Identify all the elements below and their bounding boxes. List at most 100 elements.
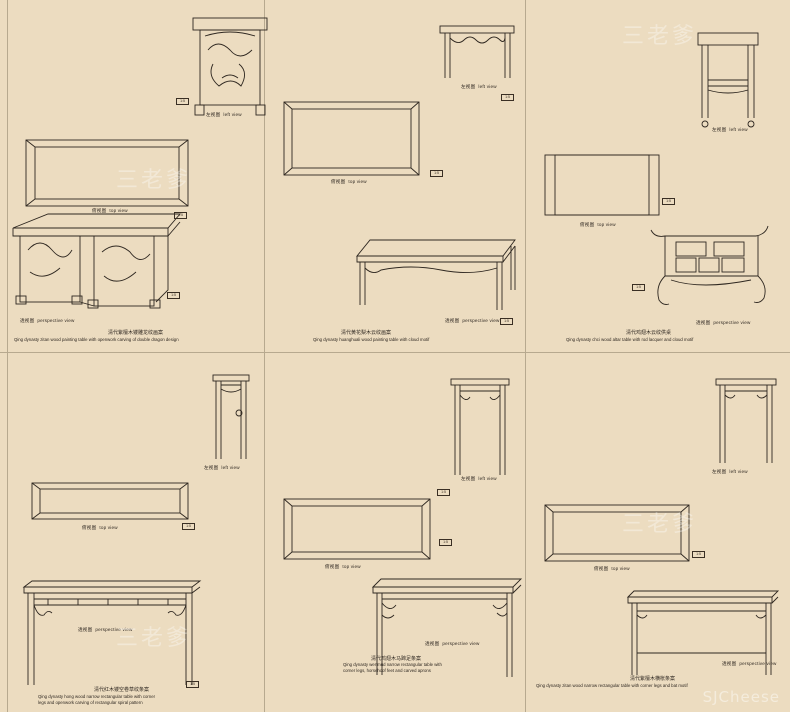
label-en: perspective view: [95, 627, 133, 632]
scale-stamp: 1:5: [176, 98, 189, 105]
perspective-label: 透视图 perspective view: [696, 320, 751, 326]
panel-altar-table: 左视图 left view 1:5 俯视图 top view 1:5 透视图 p…: [526, 0, 789, 355]
label-cn: 左视图: [461, 84, 476, 89]
scale-stamp: 1:5: [439, 539, 452, 546]
caption-en-line2: corner legs, horsehoof feet and carved a…: [343, 668, 431, 673]
top-view-label: 俯视图 top view: [580, 222, 616, 228]
caption-cn: 清代鸡翅木云纹供桌: [626, 330, 672, 336]
panel-cloud-painting-table: 1:5 左视图 left view 俯视图 top view 1:5 透视图 p…: [265, 0, 528, 355]
label-en: top view: [611, 566, 630, 571]
label-en: left view: [729, 469, 748, 474]
scale-stamp: 1:5: [692, 551, 705, 558]
label-en: left view: [478, 476, 497, 481]
scale-stamp: 1:5: [186, 681, 199, 688]
label-cn: 左视图: [206, 112, 221, 117]
scale-stamp: 1:5: [501, 94, 514, 101]
left-view-label: 左视图 left view: [461, 84, 497, 90]
panel-divider: [525, 0, 526, 712]
left-view-label: 左视图 left view: [206, 112, 242, 118]
label-en: left view: [729, 127, 748, 132]
label-cn: 透视图: [425, 641, 440, 646]
caption-en: Qing dynasty chci wood altar table with …: [566, 337, 694, 342]
scale-stamp: 1:5: [632, 284, 645, 291]
label-cn: 俯视图: [331, 179, 346, 184]
perspective-label: 透视图 perspective view: [20, 318, 75, 324]
caption-en: Qing dynasty wenmud narrow rectangular t…: [343, 662, 442, 667]
scale-stamp: 1:5: [500, 318, 513, 325]
label-en: left view: [223, 112, 242, 117]
label-en: left view: [478, 84, 497, 89]
label-cn: 左视图: [712, 469, 727, 474]
caption-cn: 清代黄花梨木云纹画案: [341, 330, 392, 336]
left-view-label: 左视图 left view: [204, 465, 240, 471]
watermark: 三老爹: [116, 168, 192, 193]
label-cn: 俯视图: [82, 525, 97, 530]
label-en: perspective view: [713, 320, 751, 325]
label-en: top view: [342, 564, 361, 569]
label-en: top view: [109, 208, 128, 213]
label-cn: 俯视图: [580, 222, 595, 227]
hong-table-drawings: [22, 374, 250, 685]
label-en: left view: [221, 465, 240, 470]
caption-cn: 清代鸡翅木马蹄足条案: [371, 656, 422, 662]
caption-cn: 清代紫檀木横枨条案: [630, 676, 676, 682]
perspective-label: 透视图 perspective view: [425, 641, 480, 647]
label-cn: 俯视图: [325, 564, 340, 569]
label-cn: 透视图: [78, 627, 93, 632]
caption-en: Qing dynasty huanghuali wood painting ta…: [313, 337, 430, 342]
panel-divider: [7, 0, 8, 712]
label-cn: 俯视图: [594, 566, 609, 571]
left-view-label: 左视图 left view: [461, 476, 497, 482]
label-cn: 左视图: [461, 476, 476, 481]
panel-hong-wood-table: 左视图 left view 俯视图 top view 1:5 透视图 persp…: [8, 355, 271, 710]
scale-stamp: 1:5: [437, 489, 450, 496]
scale-stamp: 1:5: [182, 523, 195, 530]
label-cn: 左视图: [204, 465, 219, 470]
top-view-label: 俯视图 top view: [331, 179, 367, 185]
caption-cn: 清代紫檀木镂雕龙纹画案: [108, 330, 164, 336]
panel-zitan-narrow-table: 左视图 left view 俯视图 top view 1:5 透视图 persp…: [526, 355, 789, 710]
caption-en: Qing dynasty zitan wood narrow rectangul…: [536, 683, 688, 688]
label-cn: 透视图: [696, 320, 711, 325]
watermark: 三老爹: [622, 512, 698, 537]
label-cn: 透视图: [445, 318, 460, 323]
panel-dragon-painting-table: 1:5 左视图 left view 俯视图 top view 1:5 1:5 透…: [8, 0, 271, 355]
panel-divider: [0, 352, 790, 353]
label-en: top view: [99, 525, 118, 530]
dragon-table-drawings: [12, 17, 268, 309]
caption-en: Qing dynasty zitan wood painting table w…: [14, 337, 179, 342]
panel-divider: [264, 0, 265, 712]
panel-horsehoof-table: 1:5 左视图 left view 俯视图 top view 1:5 透视图 p…: [265, 355, 528, 710]
scale-stamp: 1:5: [174, 212, 187, 219]
brand-watermark: SJCheese: [702, 688, 780, 706]
left-view-label: 左视图 left view: [712, 127, 748, 133]
label-en: perspective view: [37, 318, 75, 323]
perspective-label: 透视图 perspective view: [722, 661, 777, 667]
caption-en: Qing dynasty hong wood narrow rectangula…: [38, 694, 156, 699]
horsehoof-table-drawings: [283, 378, 523, 677]
left-view-label: 左视图 left view: [712, 469, 748, 475]
label-en: perspective view: [462, 318, 500, 323]
top-view-label: 俯视图 top view: [325, 564, 361, 570]
label-en: perspective view: [739, 661, 777, 666]
top-view-label: 俯视图 top view: [92, 208, 128, 214]
perspective-label: 透视图 perspective view: [445, 318, 500, 324]
label-en: top view: [348, 179, 367, 184]
scale-stamp: 1:5: [167, 292, 180, 299]
label-cn: 透视图: [20, 318, 35, 323]
scale-stamp: 1:5: [662, 198, 675, 205]
label-en: top view: [597, 222, 616, 227]
caption-en-line2: legs and openwork carving of rectangular…: [38, 700, 143, 705]
perspective-label: 透视图 perspective view: [78, 627, 133, 633]
scale-stamp: 1:5: [430, 170, 443, 177]
watermark: 三老爹: [116, 626, 192, 651]
caption-cn: 清代红木镂空卷草纹条案: [94, 687, 150, 693]
zitan-narrow-table-drawings: [544, 378, 780, 675]
label-cn: 俯视图: [92, 208, 107, 213]
top-view-label: 俯视图 top view: [82, 525, 118, 531]
cloud-table-drawings: [283, 25, 516, 310]
label-cn: 左视图: [712, 127, 727, 132]
altar-table-drawings: [544, 32, 769, 305]
top-view-label: 俯视图 top view: [594, 566, 630, 572]
